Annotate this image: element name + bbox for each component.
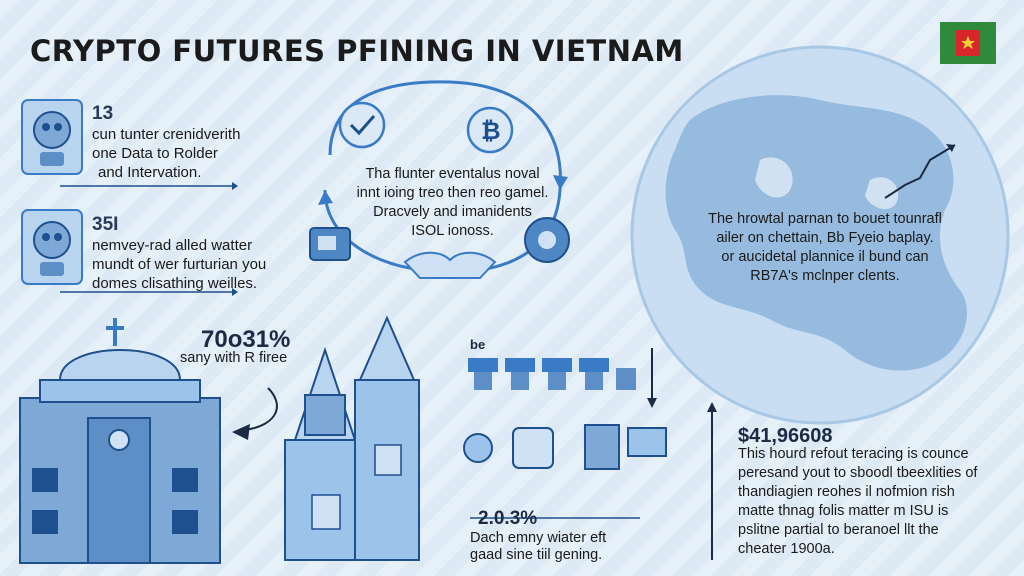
coin-icon (463, 424, 667, 470)
map-lake (755, 157, 793, 198)
stat-number: 35I (92, 214, 119, 235)
wallet-icon (309, 227, 351, 261)
tower-icon (284, 346, 366, 561)
bank-caption: sany with R firee (180, 350, 288, 366)
curve-arrow (244, 387, 278, 431)
curve-arrow-head (232, 424, 250, 440)
vietnam-map-shape (665, 95, 968, 371)
cycle-text: Tha flunter eventalus noval innt ioing t… (356, 166, 549, 239)
cycle-arrow-head (318, 190, 333, 205)
trend-arrow-head (946, 144, 955, 152)
bank-percent: 70o31% (201, 326, 291, 353)
middle-text: Dach emny wiater eft gaad sine tiil geni… (470, 530, 607, 563)
handshake-icon (403, 251, 497, 279)
bitcoin-icon: ₿ (466, 106, 514, 154)
bank-icon (19, 318, 221, 564)
stat-block: 35I nemvey-rad alled watter mundt of wer… (92, 214, 266, 293)
tower-icon (354, 315, 420, 561)
stat-description: cun tunter crenidverith one Data to Rold… (92, 126, 241, 181)
down-arrow-head (647, 398, 657, 408)
map-text: The hrowtal parnan to bouet tounrafl ail… (708, 211, 942, 284)
robot-icon (21, 209, 83, 285)
stat-number: 13 (92, 103, 114, 124)
robot-icon (21, 99, 83, 175)
divider-arrow (232, 182, 238, 190)
finance-amount: $41,96608 (738, 425, 833, 447)
gear-icon (524, 217, 570, 263)
stat-description: nemvey-rad alled watter mundt of wer fur… (92, 237, 267, 292)
cycle-arrow-head (553, 175, 568, 190)
check-icon (338, 101, 386, 149)
finance-text: This hourd refout teracing is counce per… (738, 446, 978, 557)
funnel-icon (468, 358, 636, 390)
up-arrow-head (707, 402, 717, 412)
stat-block: 13 cun tunter crenidverith one Data to R… (92, 103, 240, 182)
divider-arrow (232, 288, 238, 296)
svg-text:₿: ₿ (481, 117, 501, 145)
vietnam-flag-icon (940, 22, 996, 64)
funnel-label: be (470, 337, 486, 352)
middle-percent: 2.0.3% (478, 508, 538, 529)
trend-arrow (884, 144, 956, 199)
map-lake (865, 177, 899, 210)
page-title: CRYPTO FUTURES PFINING IN VIETNAM (30, 34, 684, 68)
